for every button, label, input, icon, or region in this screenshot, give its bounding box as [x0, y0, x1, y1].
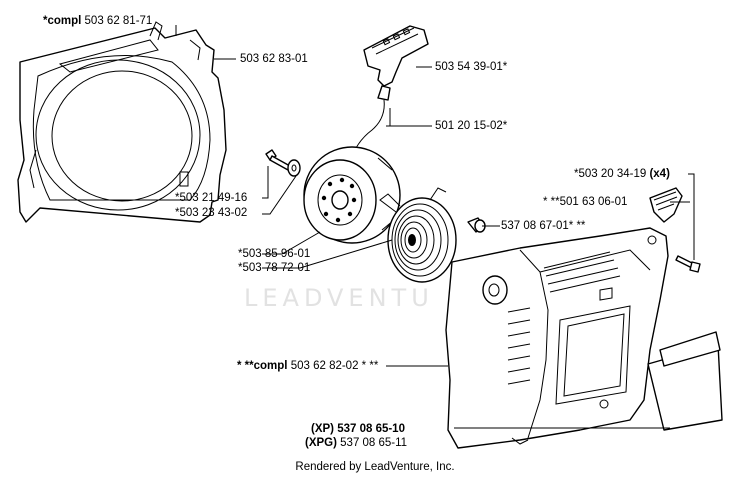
part-label-washer: *503 23 43-02	[175, 207, 248, 219]
part-label-housing-cover: 503 62 83-01	[240, 53, 308, 65]
starter-handle-part	[363, 25, 429, 101]
part-label-starter-cord: 501 20 15-02*	[435, 120, 508, 132]
part-label-pulley: *503 85 96-01	[238, 248, 311, 260]
part-label-fan-housing: *compl 503 62 81-71	[43, 15, 153, 27]
decal-plate-part	[647, 331, 723, 431]
part-label-bushing: 537 08 67-01* **	[501, 220, 586, 232]
part-label-screw-x4: *503 20 34-19 (x4)	[574, 168, 670, 180]
starter-pulley-part	[303, 146, 401, 244]
part-label-starter-handle: 503 54 39-01*	[435, 61, 508, 73]
starter-cover-part	[445, 227, 669, 449]
screw-right-part	[675, 255, 701, 273]
part-label-intake-grille: * **501 63 06-01	[543, 196, 628, 208]
leader-lines	[175, 25, 695, 429]
screw-washer-part	[265, 149, 301, 177]
part-label-recoil-spring: *503 78 72-01	[238, 262, 311, 274]
part-label-decal-xpg: (XPG) 537 08 65-11	[305, 437, 408, 449]
recoil-spring-part	[379, 187, 457, 283]
intake-grille-part	[649, 187, 683, 223]
footer-credit: Rendered by LeadVenture, Inc.	[295, 461, 455, 473]
part-label-screw: *503 21 49-16	[175, 192, 248, 204]
bushing-part	[467, 217, 486, 233]
fan-housing-part	[17, 21, 227, 223]
watermark: LEADVENTU	[244, 284, 434, 312]
part-label-decal-xp: (XP) 537 08 65-10	[311, 423, 405, 435]
part-label-starter-cover: * **compl 503 62 82-02 * **	[237, 360, 379, 372]
